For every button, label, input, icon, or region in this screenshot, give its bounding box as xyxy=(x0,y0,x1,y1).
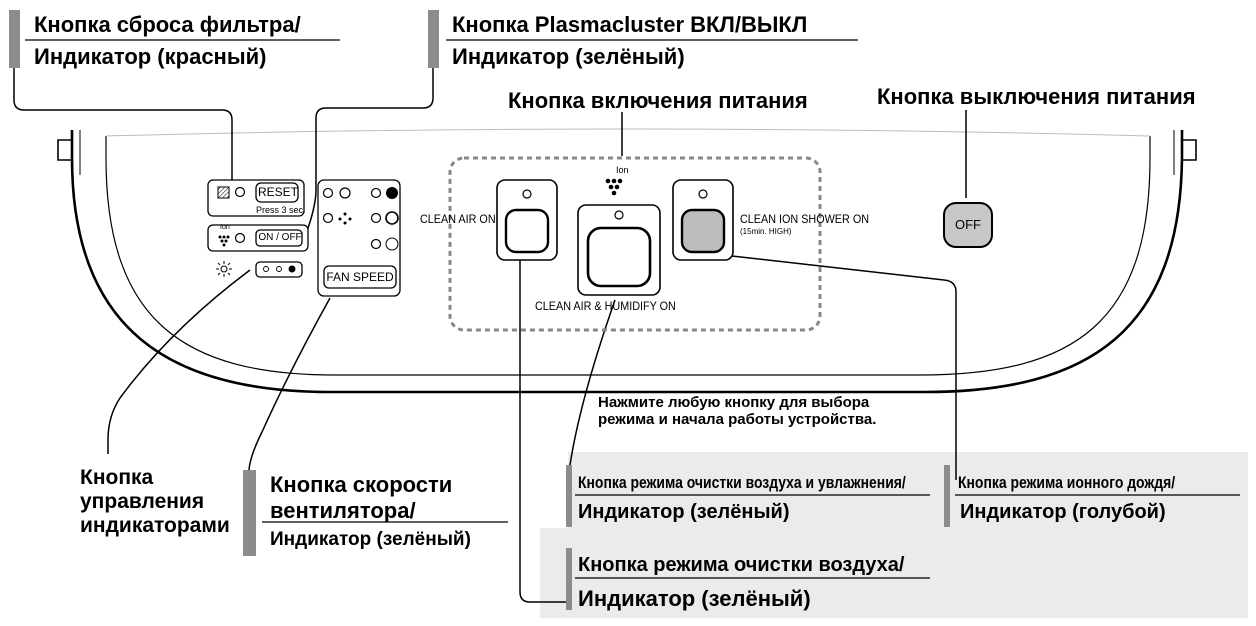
panel-top-edge xyxy=(105,128,1151,137)
reset-button[interactable]: RESET xyxy=(258,185,299,199)
accent-bar-fan xyxy=(243,470,256,556)
callout-plasmacluster-title: Кнопка Plasmacluster ВКЛ/ВЫКЛ xyxy=(452,12,808,37)
fan-high-icon xyxy=(386,187,398,199)
accent-bar-humidify xyxy=(566,465,572,527)
leader-fan-speed xyxy=(248,297,331,471)
clean-air-on-label: CLEAN AIR ON xyxy=(420,212,496,226)
callout-humidify-mode-title: Кнопка режима очистки воздуха и увлажнен… xyxy=(578,473,906,492)
ion-icon-small xyxy=(218,235,230,247)
ion-label-small: Ion xyxy=(220,224,230,231)
leader-indicator-control xyxy=(107,269,251,454)
accent-bar-clean-air xyxy=(566,548,572,610)
panel-left-tab xyxy=(57,139,72,161)
bottom-callout-box xyxy=(540,452,1248,618)
reset-button-shape xyxy=(255,182,299,203)
ion-shower-button-shape xyxy=(680,208,726,254)
callout-filter-reset-indicator: Индикатор (красный) xyxy=(34,44,267,69)
callout-plasmacluster-indicator: Индикатор (зелёный) xyxy=(452,44,685,69)
indicator-control-button-shape xyxy=(255,261,303,278)
humidify-indicator xyxy=(614,210,624,220)
leader-ion-shower xyxy=(731,255,957,480)
filter-icon xyxy=(217,186,230,199)
leader-humidify xyxy=(569,299,616,466)
fan-medium-indicator xyxy=(370,212,382,224)
ion-icon-large xyxy=(605,178,623,196)
ion-label-large: Ion xyxy=(616,165,629,175)
callout-fan-speed-title: Кнопка скорости вентилятора/ xyxy=(270,472,453,523)
fan-quiet-icon xyxy=(338,212,352,225)
callout-fan-speed-indicator: Индикатор (зелёный) xyxy=(270,529,471,550)
leader-clean-air xyxy=(519,258,566,603)
leader-plasmacluster xyxy=(305,68,434,235)
callout-ion-mode-indicator: Индикатор (голубой) xyxy=(960,501,1166,523)
clean-air-humidify-label: CLEAN AIR & HUMIDIFY ON xyxy=(535,299,676,313)
fan-low-icon xyxy=(385,237,399,251)
off-button[interactable]: OFF xyxy=(955,217,981,232)
accent-bar-filter xyxy=(9,10,20,68)
clean-air-indicator xyxy=(522,189,532,199)
clean-ion-shower-hint: (15min. HIGH) xyxy=(740,227,792,236)
accent-bar-plasmacluster xyxy=(428,10,439,68)
panel-right-tab xyxy=(1182,139,1197,161)
ion-shower-indicator xyxy=(698,189,708,199)
callout-power-off: Кнопка выключения питания xyxy=(877,84,1196,109)
callout-humidify-mode-indicator: Индикатор (зелёный) xyxy=(578,501,790,523)
onoff-button[interactable]: ON / OFF xyxy=(258,232,302,243)
plasmacluster-indicator xyxy=(234,232,246,244)
filter-indicator xyxy=(234,186,246,198)
humidify-button-shape xyxy=(586,226,652,288)
indicator-control-button-icons xyxy=(263,265,296,273)
accent-bar-ion xyxy=(944,465,950,527)
callout-power-on: Кнопка включения питания xyxy=(508,88,808,113)
clean-air-button-shape xyxy=(504,208,550,254)
fan-auto-icon xyxy=(339,187,351,199)
callout-press-note: Нажмите любую кнопку для выбора режима и… xyxy=(598,394,877,428)
fan-speed-button[interactable]: FAN SPEED xyxy=(326,270,394,284)
fan-auto-indicator xyxy=(322,187,334,199)
brightness-icon xyxy=(216,261,232,277)
power-on-group-outline xyxy=(448,156,822,332)
reset-hint: Press 3 sec. xyxy=(256,205,306,215)
callout-filter-reset-title: Кнопка сброса фильтра/ xyxy=(34,12,301,37)
panel-outline-inner xyxy=(105,136,1151,376)
clean-ion-shower-label: CLEAN ION SHOWER ON xyxy=(740,212,870,226)
fan-low-indicator xyxy=(370,238,382,250)
onoff-button-shape xyxy=(255,229,303,247)
fan-medium-icon xyxy=(385,211,399,225)
leader-filter-reset xyxy=(13,68,233,182)
callout-ion-mode-title: Кнопка режима ионного дождя/ xyxy=(958,473,1176,492)
callout-clean-air-mode-title: Кнопка режима очистки воздуха/ xyxy=(578,554,905,576)
fan-speed-button-shape xyxy=(323,265,397,289)
fan-high-indicator xyxy=(370,187,382,199)
callout-clean-air-mode-indicator: Индикатор (зелёный) xyxy=(578,586,811,611)
callout-indicator-control: Кнопка управления индикаторами xyxy=(80,466,230,537)
fan-quiet-indicator xyxy=(322,212,334,224)
off-button-shape xyxy=(943,202,993,248)
